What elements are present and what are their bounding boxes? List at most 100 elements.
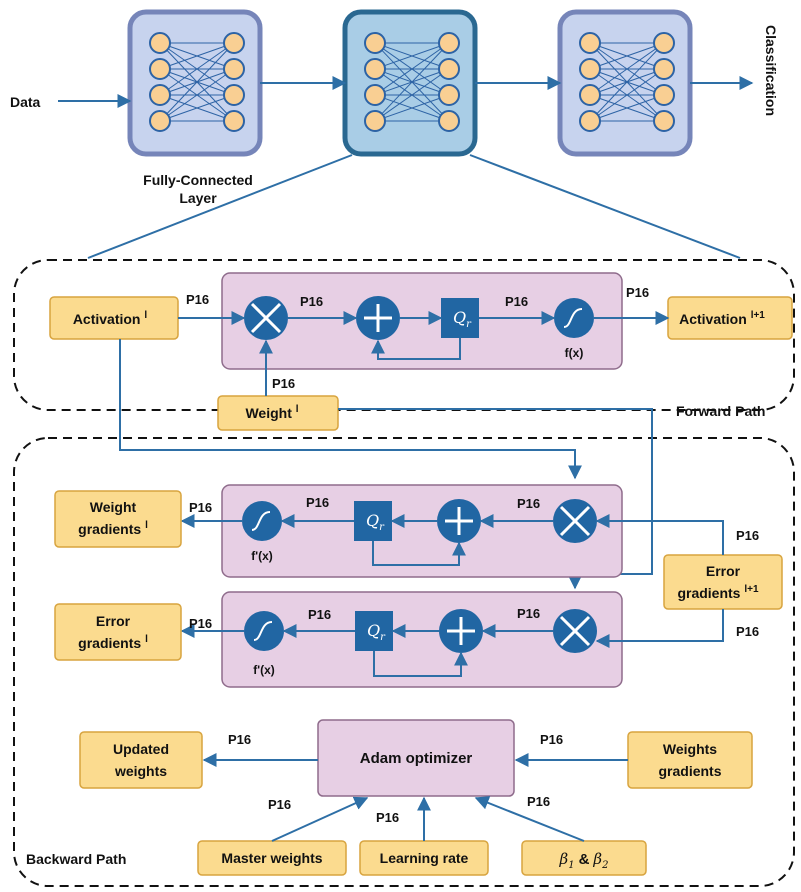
master-to-adam-arrow — [271, 796, 369, 842]
error-gradients-out-line2: gradients l — [78, 634, 148, 651]
nn-connection — [159, 68, 235, 122]
neuron-node — [438, 58, 460, 80]
p16-bwd-7: P16 — [517, 606, 540, 621]
neuron-node — [653, 58, 675, 80]
neuron-node — [364, 58, 386, 80]
forward-fx-label: f(x) — [565, 346, 584, 360]
bwd1-feedback-loop — [372, 541, 466, 566]
neuron-node — [653, 84, 675, 106]
p16-adam-betas: P16 — [527, 794, 550, 809]
betas-label: β1&β2 — [559, 850, 609, 871]
p16-adam-grad: P16 — [540, 732, 563, 747]
errgrad-to-bwd2-mul — [595, 609, 724, 648]
neuron-node — [149, 110, 171, 132]
updated-weights-line2: weights — [114, 763, 167, 779]
nn-connection — [159, 42, 235, 122]
bwd1-multiply-op — [553, 499, 597, 543]
neuron-node — [579, 84, 601, 106]
p16-adam-lr: P16 — [376, 810, 399, 825]
p16-fwd-4: P16 — [626, 285, 649, 300]
fc-layer-1 — [127, 9, 263, 157]
nn-connection — [159, 42, 235, 96]
p16-fwd-2: P16 — [300, 294, 323, 309]
bwd2-add-op — [439, 609, 483, 653]
backward-stage-error-grad — [221, 591, 623, 688]
bwd1-derivative-fn — [242, 501, 282, 541]
bwd1-quantizer-label: Qr — [366, 511, 385, 533]
p16-adam-master: P16 — [268, 797, 291, 812]
bwd2-fpx-label: f'(x) — [253, 663, 275, 677]
neuron-node — [438, 84, 460, 106]
backward-stage-weight-grad — [221, 484, 623, 578]
weight-gradients-line1: Weight — [90, 499, 137, 515]
bwd2-feedback-loop — [373, 651, 468, 677]
weight-to-backward-mul — [338, 408, 653, 590]
bwd1-add-op — [437, 499, 481, 543]
error-gradients-out-box — [54, 603, 182, 661]
fc-layer-3 — [557, 9, 693, 157]
neuron-node — [364, 110, 386, 132]
neuron-node — [579, 110, 601, 132]
activation-to-backward-mul — [119, 339, 582, 480]
p16-bwd-5: P16 — [189, 616, 212, 631]
nn-connection — [589, 42, 665, 70]
neuron-node — [579, 32, 601, 54]
neuron-node — [223, 32, 245, 54]
p16-bwd-1: P16 — [189, 500, 212, 515]
p16-fwd-3: P16 — [505, 294, 528, 309]
bwd2-derivative-fn — [244, 611, 284, 651]
error-gradients-in-line2: gradients l+1 — [677, 584, 759, 601]
weight-gradients-box — [54, 490, 182, 548]
forward-path-label: Forward Path — [676, 403, 765, 419]
neuron-node — [149, 84, 171, 106]
bwd2-quantizer: Qr — [355, 611, 393, 651]
bwd2-multiply-op — [553, 609, 597, 653]
neuron-node — [364, 32, 386, 54]
p16-bwd-6: P16 — [308, 607, 331, 622]
neuron-node — [223, 110, 245, 132]
forward-add-op — [356, 296, 400, 340]
updated-weights-line1: Updated — [113, 741, 169, 757]
learning-rate-label: Learning rate — [380, 850, 469, 866]
p16-bwd-2: P16 — [306, 495, 329, 510]
bwd1-fpx-label: f'(x) — [251, 549, 273, 563]
p16-fwd-5: P16 — [272, 376, 295, 391]
weight-gradients-line2: gradients l — [78, 520, 148, 537]
fc-caption-line1: Fully-Connected — [143, 172, 253, 188]
neuron-node — [223, 84, 245, 106]
error-gradients-out-line1: Error — [96, 613, 131, 629]
nn-connection — [589, 42, 665, 96]
backward-path-label: Backward Path — [26, 851, 126, 867]
nn-connection — [159, 94, 235, 122]
weights-gradients-line1: Weights — [663, 741, 717, 757]
forward-activation-fn — [554, 298, 594, 338]
neuron-node — [438, 32, 460, 54]
updated-weights-box — [79, 731, 203, 789]
bwd2-quantizer-label: Qr — [367, 621, 386, 643]
betas-to-adam-arrow — [474, 796, 585, 842]
fc-layer-2-selected — [342, 9, 478, 157]
zoom-line-left — [87, 154, 353, 259]
neuron-node — [438, 110, 460, 132]
fc-caption-line2: Layer — [179, 190, 217, 206]
neuron-node — [653, 110, 675, 132]
p16-fwd-1: P16 — [186, 292, 209, 307]
nn-connection — [374, 94, 450, 122]
p16-bwd-3: P16 — [517, 496, 540, 511]
nn-connection — [374, 42, 450, 70]
master-weights-label: Master weights — [221, 850, 322, 866]
activation-in-label: Activation l — [73, 310, 148, 327]
neuron-node — [579, 58, 601, 80]
bwd1-quantizer: Qr — [354, 501, 392, 541]
data-label: Data — [10, 94, 41, 110]
neuron-node — [364, 84, 386, 106]
backward-path-region — [13, 437, 795, 887]
p16-bwd-4: P16 — [736, 528, 759, 543]
nn-connection — [374, 42, 450, 96]
forward-multiply-op — [244, 296, 288, 340]
activation-out-label: Activation l+1 — [679, 310, 765, 327]
forward-quantizer-label: Qr — [453, 308, 472, 330]
weight-box — [217, 395, 339, 431]
weight-label: Weight l — [245, 404, 298, 421]
nn-connection — [374, 68, 450, 122]
